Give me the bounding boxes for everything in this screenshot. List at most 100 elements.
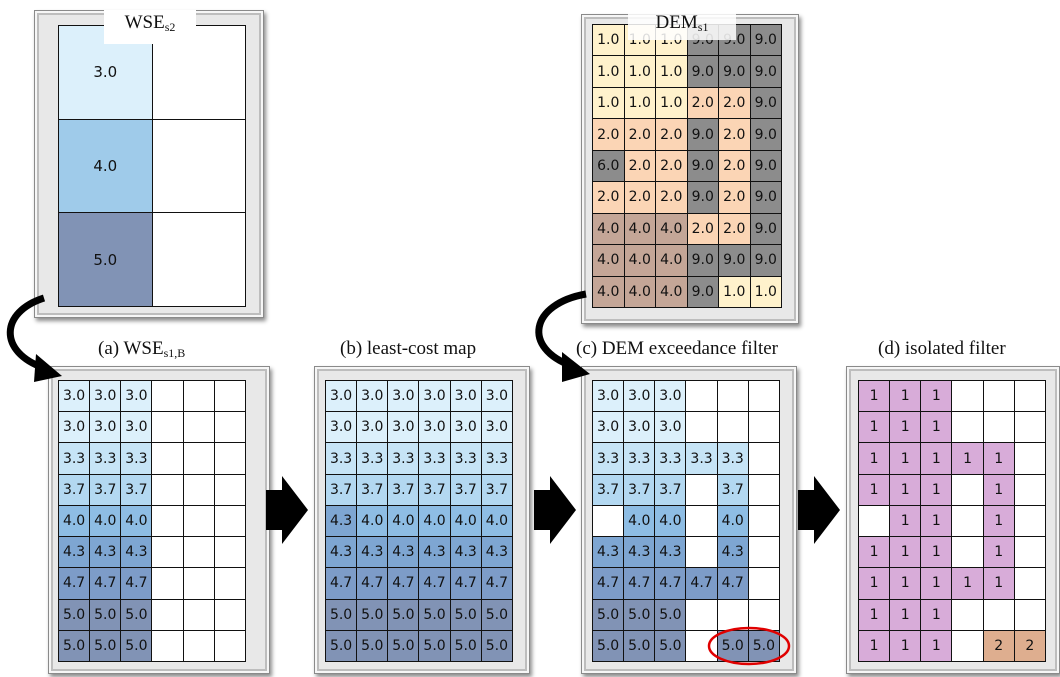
grid-cell: 3.0 [480, 411, 514, 444]
grid-cell: 5.0 [449, 629, 482, 663]
grid-cell: 3.0 [89, 411, 122, 444]
curved-arrow-left-icon [6, 294, 46, 372]
grid-cell [1013, 411, 1047, 444]
grid-cell [213, 379, 247, 413]
grid-cell: 1.0 [623, 55, 656, 88]
grid-cell: 3.0 [623, 379, 656, 413]
grid-cell: 1 [857, 629, 891, 663]
grid-cell [747, 504, 781, 538]
grid-cell: 2.0 [718, 86, 751, 120]
grid-cell: 3.0 [654, 411, 687, 444]
grid-cell: 3.0 [449, 411, 482, 444]
grid-cell: 9.0 [749, 212, 782, 246]
grid-cell [182, 442, 215, 475]
grid-cell [951, 379, 984, 413]
grid-cell [747, 379, 781, 413]
grid-cell [151, 504, 184, 538]
grid-cell: 4.7 [654, 567, 687, 600]
grid-cell: 4.7 [685, 567, 718, 600]
grid-cell [747, 598, 781, 631]
grid-cell: 5.0 [480, 629, 514, 663]
grid-cell: 4.0 [716, 504, 749, 538]
grid-cell: 3.0 [654, 379, 687, 413]
dem-s1-title: DEMs1 [628, 10, 736, 40]
grid-cell: 3.7 [716, 473, 749, 506]
grid-cell [1013, 598, 1047, 631]
grid-cell: 1 [982, 536, 1015, 569]
grid-cell [151, 411, 184, 444]
grid-cell [951, 629, 984, 663]
grid-cell: 1.0 [655, 55, 688, 88]
grid-cell: 1.0 [623, 86, 656, 120]
grid-cell: 3.7 [89, 473, 122, 506]
grid-cell: 9.0 [749, 149, 782, 183]
grid-cell: 3.0 [480, 379, 514, 413]
grid-cell: 5.0 [89, 629, 122, 663]
grid-cell: 3.7 [387, 473, 420, 506]
grid-cell: 1.0 [592, 55, 625, 88]
grid-cell: 4.0 [655, 212, 688, 246]
grid-cell: 4.0 [418, 504, 451, 538]
grid-cell [1013, 379, 1047, 413]
grid-cell [213, 473, 247, 506]
grid-cell [213, 442, 247, 475]
grid-cell: 3.0 [387, 411, 420, 444]
grid-cell: 2.0 [623, 149, 656, 183]
grid-cell [747, 442, 781, 475]
grid-cell [151, 567, 184, 600]
grid-cell [747, 536, 781, 569]
grid-cell: 5.0 [418, 629, 451, 663]
grid-cell: 4.0 [654, 504, 687, 538]
curved-arrow-right-head-icon [562, 352, 590, 382]
grid-cell: 3.7 [623, 473, 656, 506]
grid-cell: 5.0 [387, 598, 420, 631]
grid-cell: 4.7 [480, 567, 514, 600]
grid-cell [685, 473, 718, 506]
grid-cell [951, 504, 984, 538]
wse-s2-title: WSEs2 [104, 10, 196, 44]
grid-cell: 3.0 [356, 379, 389, 413]
curved-arrow-right-icon [535, 290, 587, 370]
grid-cell: 4.3 [449, 536, 482, 569]
grid-cell: 2.0 [718, 149, 751, 183]
grid-cell: 3.0 [120, 411, 153, 444]
grid-cell: 2.0 [623, 118, 656, 151]
grid-cell: 5.0 [591, 598, 625, 631]
grid-cell: 3.7 [418, 473, 451, 506]
grid-cell: 4.3 [324, 504, 358, 538]
grid-cell: 3.3 [120, 442, 153, 475]
grid-cell: 9.0 [749, 23, 782, 57]
grid-cell: 2.0 [718, 212, 751, 246]
grid-cell [151, 598, 184, 631]
grid-cell: 5.0 [654, 629, 687, 663]
grid-cell: 9.0 [686, 275, 719, 308]
grid-cell: 3.3 [685, 442, 718, 475]
caption-a: (a) WSEs1,B [98, 338, 186, 360]
grid-cell [685, 411, 718, 444]
grid-cell: 1 [920, 473, 953, 506]
grid-cell: 4.7 [387, 567, 420, 600]
grid-cell: 5.0 [57, 598, 91, 631]
grid-cell: 4.3 [654, 536, 687, 569]
grid-cell: 9.0 [718, 244, 751, 277]
grid-cell [982, 379, 1015, 413]
grid-cell: 3.7 [57, 473, 91, 506]
grid-cell: 4.3 [418, 536, 451, 569]
